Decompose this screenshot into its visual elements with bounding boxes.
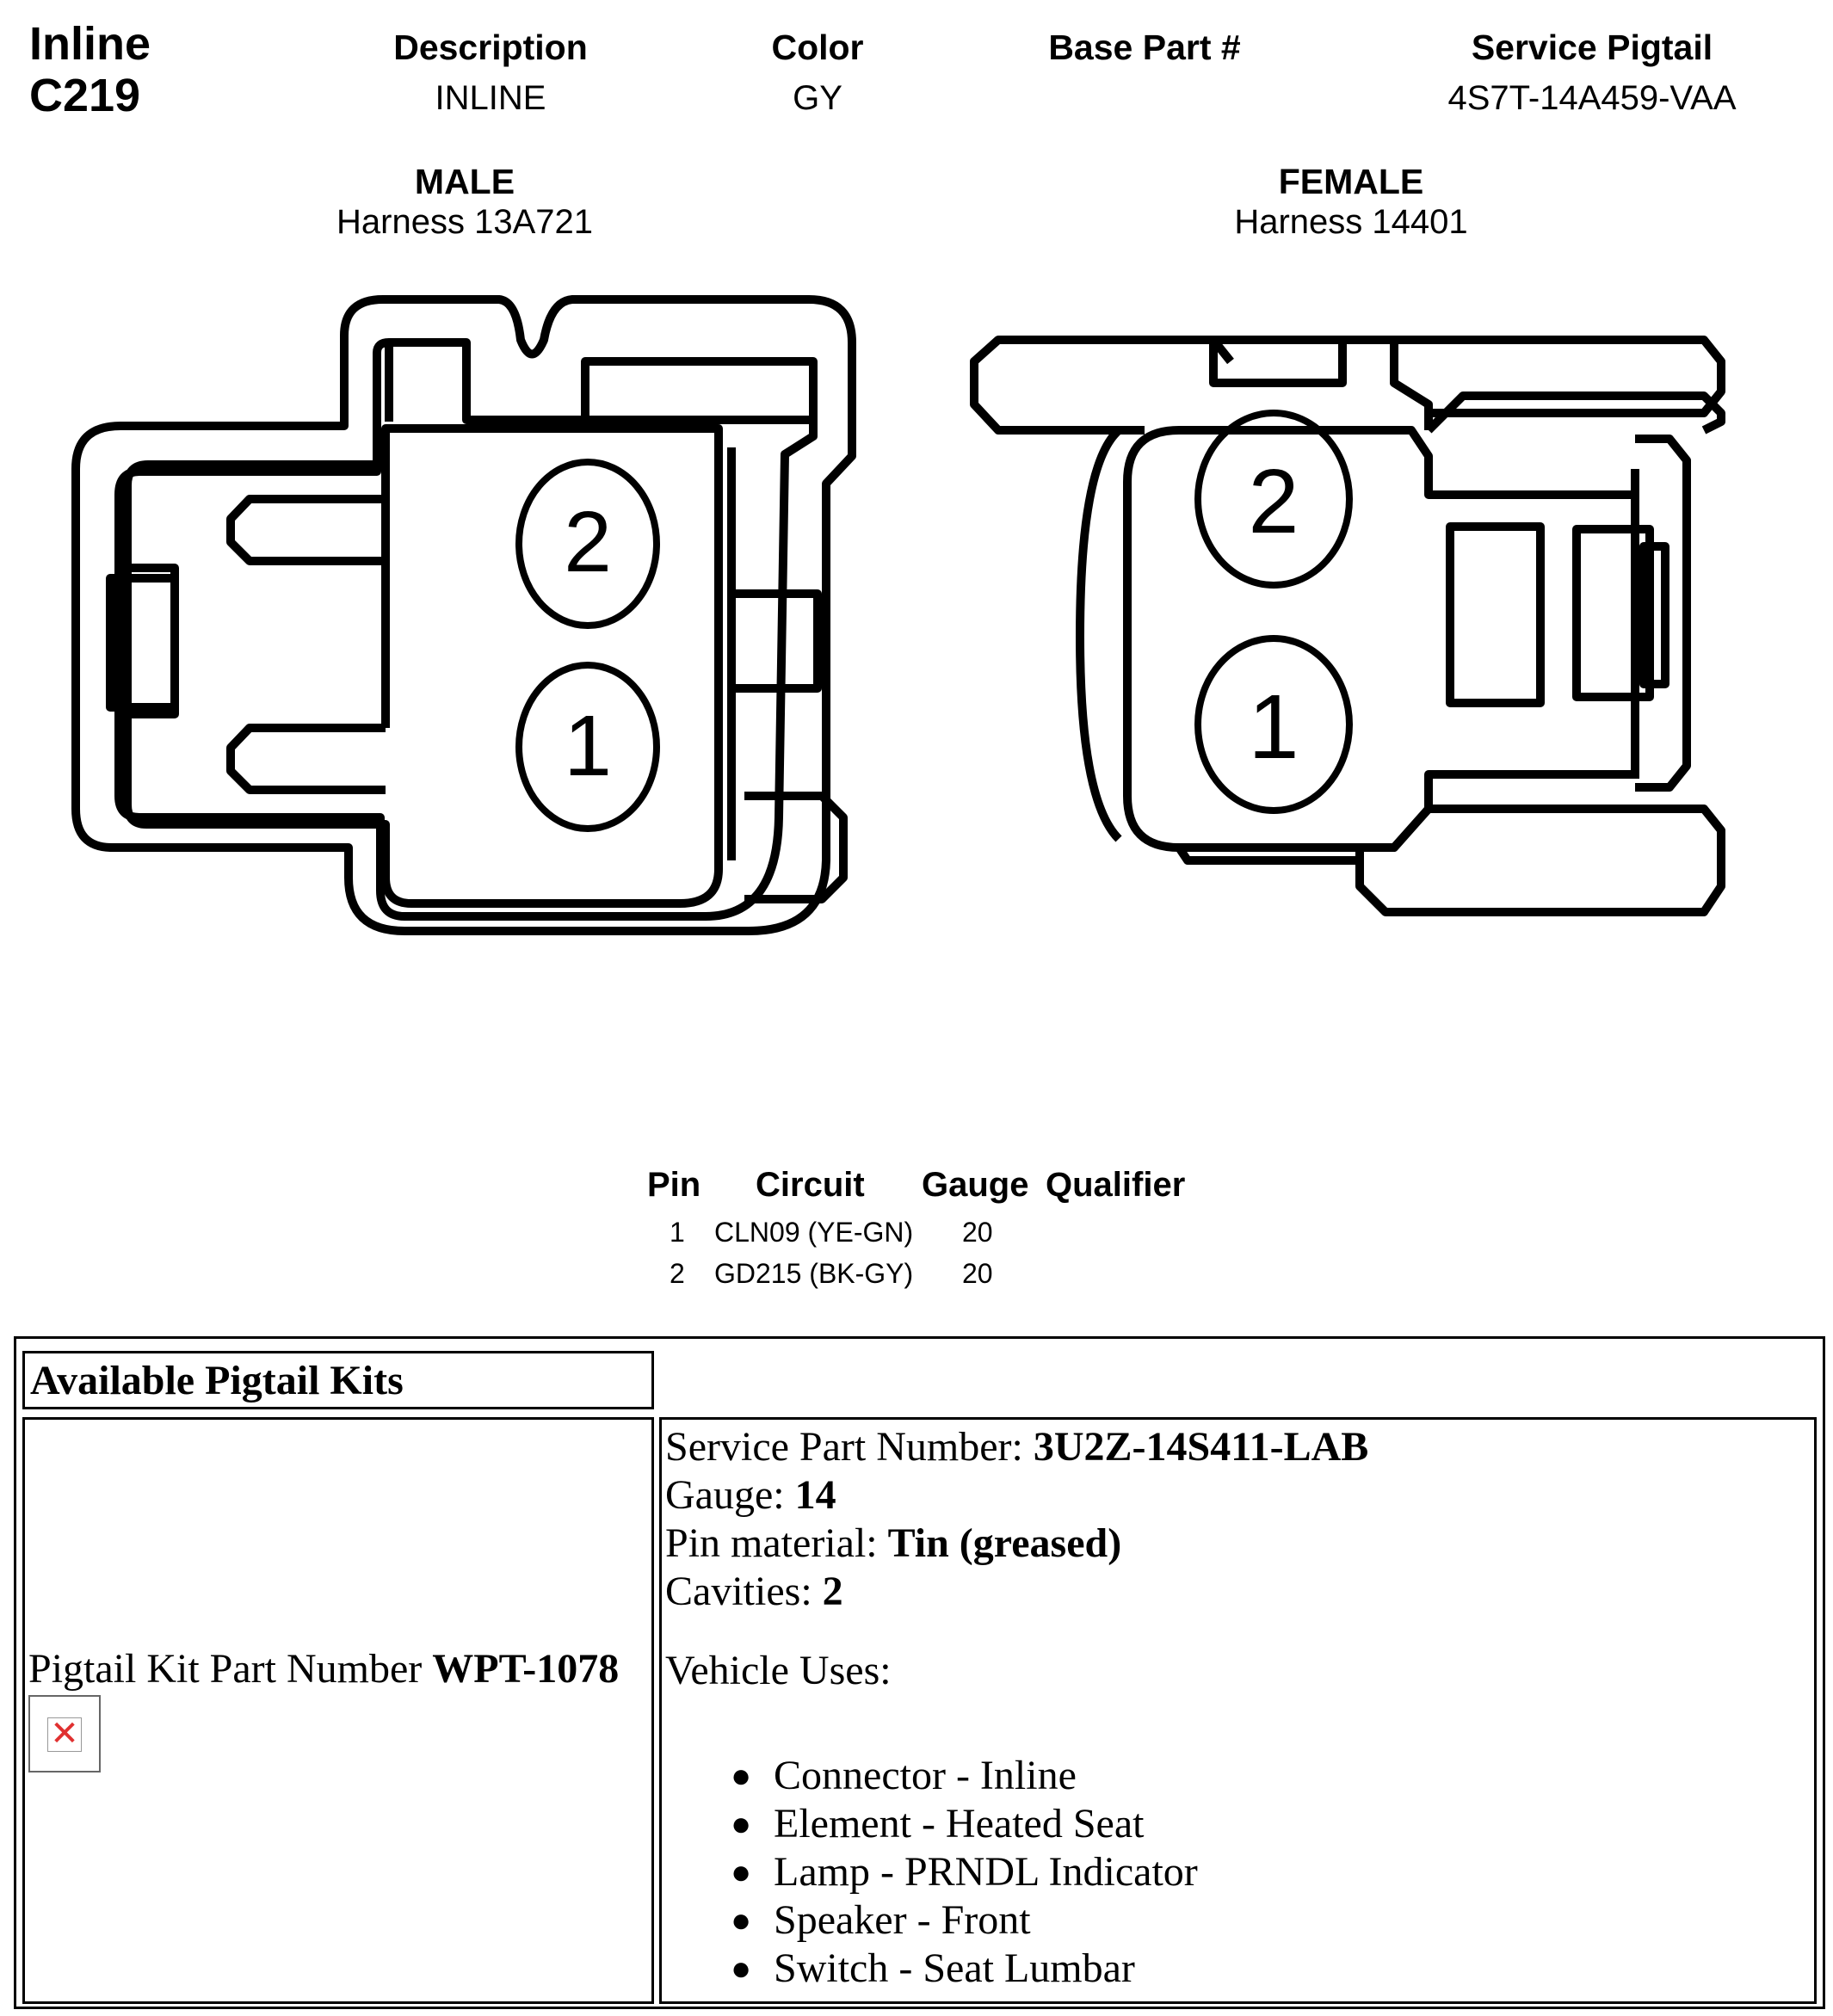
pin-material-label: Pin material:: [665, 1520, 878, 1566]
pin-material-line: Pin material: Tin (greased): [665, 1520, 1368, 1568]
pin-row-1-circuit: CLN09 (YE-GN): [714, 1217, 914, 1248]
female-pin-2-circle: [1194, 410, 1353, 589]
list-item: ●Speaker - Front: [731, 1897, 1031, 1943]
vehicle-uses-list: ●Connector - Inline ●Element - Heated Se…: [731, 1752, 1198, 1993]
circuit-header: Circuit: [756, 1166, 865, 1204]
gauge-line: Gauge: 14: [665, 1471, 1368, 1520]
service-part-label: Service Part Number:: [665, 1424, 1023, 1470]
pin-header: Pin: [647, 1166, 701, 1204]
kits-heading: Available Pigtail Kits: [30, 1358, 404, 1403]
service-pigtail-value: 4S7T-14A459-VAA: [1447, 79, 1737, 117]
pin-row-1-gauge: 20: [962, 1217, 993, 1248]
female-pins: [1194, 410, 1353, 814]
female-pin-1-circle: [1194, 635, 1353, 814]
gauge-label: Gauge:: [665, 1472, 785, 1518]
male-pins: [515, 459, 660, 832]
kit-part-cell: Pigtail Kit Part Number WPT-1078 ✕: [22, 1417, 654, 2004]
male-harness: Harness 13A721: [336, 203, 593, 241]
connector-diagrams: [71, 295, 1725, 935]
broken-image-icon: ✕: [28, 1695, 101, 1772]
female-pin-2-label: 2: [1248, 451, 1299, 552]
pin-row-2-pin: 2: [670, 1258, 685, 1289]
gauge-value: 14: [794, 1472, 836, 1518]
kit-part-number: WPT-1078: [432, 1646, 620, 1692]
pin-row-1-pin: 1: [670, 1217, 685, 1248]
qualifier-header: Qualifier: [1046, 1166, 1186, 1204]
female-connector-drawing: [970, 336, 1725, 916]
connector-id: C219: [29, 70, 141, 121]
gauge-header: Gauge: [922, 1166, 1029, 1204]
service-part-value: 3U2Z-14S411-LAB: [1033, 1424, 1369, 1470]
description-label: Description: [393, 28, 588, 67]
pin-row-2-circuit: GD215 (BK-GY): [714, 1258, 914, 1289]
female-pin-1-label: 1: [1248, 676, 1299, 778]
pin-material-value: Tin (greased): [887, 1520, 1122, 1566]
male-title: MALE: [414, 162, 515, 201]
list-item: ●Connector - Inline: [731, 1753, 1077, 1798]
description-value: INLINE: [435, 79, 546, 117]
male-pin-1-circle: [515, 662, 660, 832]
female-title: FEMALE: [1278, 162, 1424, 201]
cavities-value: 2: [822, 1569, 843, 1614]
color-value: GY: [793, 79, 842, 117]
service-pigtail-label: Service Pigtail: [1471, 28, 1713, 67]
vehicle-uses-label: Vehicle Uses:: [665, 1648, 892, 1693]
male-pin-1-label: 1: [564, 698, 612, 794]
kit-part-label: Pigtail Kit Part Number: [28, 1646, 423, 1692]
color-label: Color: [771, 28, 864, 67]
service-part-line: Service Part Number: 3U2Z-14S411-LAB: [665, 1423, 1368, 1471]
list-item: ●Lamp - PRNDL Indicator: [731, 1849, 1198, 1895]
list-item: ●Element - Heated Seat: [731, 1801, 1145, 1846]
male-pin-2-label: 2: [564, 494, 612, 590]
kits-table: [14, 1336, 1825, 2009]
kits-heading-cell: Available Pigtail Kits: [22, 1351, 654, 1409]
pin-row-2-gauge: 20: [962, 1258, 993, 1289]
kit-details-cell: Service Part Number: 3U2Z-14S411-LAB Gau…: [659, 1417, 1817, 2004]
cavities-line: Cavities: 2: [665, 1568, 1368, 1616]
kit-part-line: Pigtail Kit Part Number WPT-1078: [28, 1645, 619, 1693]
list-item: ●Switch - Seat Lumbar: [731, 1945, 1135, 1991]
cavities-label: Cavities:: [665, 1569, 812, 1614]
male-connector-drawing: [71, 295, 856, 935]
base-part-label: Base Part #: [1048, 28, 1241, 67]
male-pin-2-circle: [515, 459, 660, 629]
connector-kind: Inline: [29, 18, 151, 70]
female-harness: Harness 14401: [1234, 203, 1468, 241]
